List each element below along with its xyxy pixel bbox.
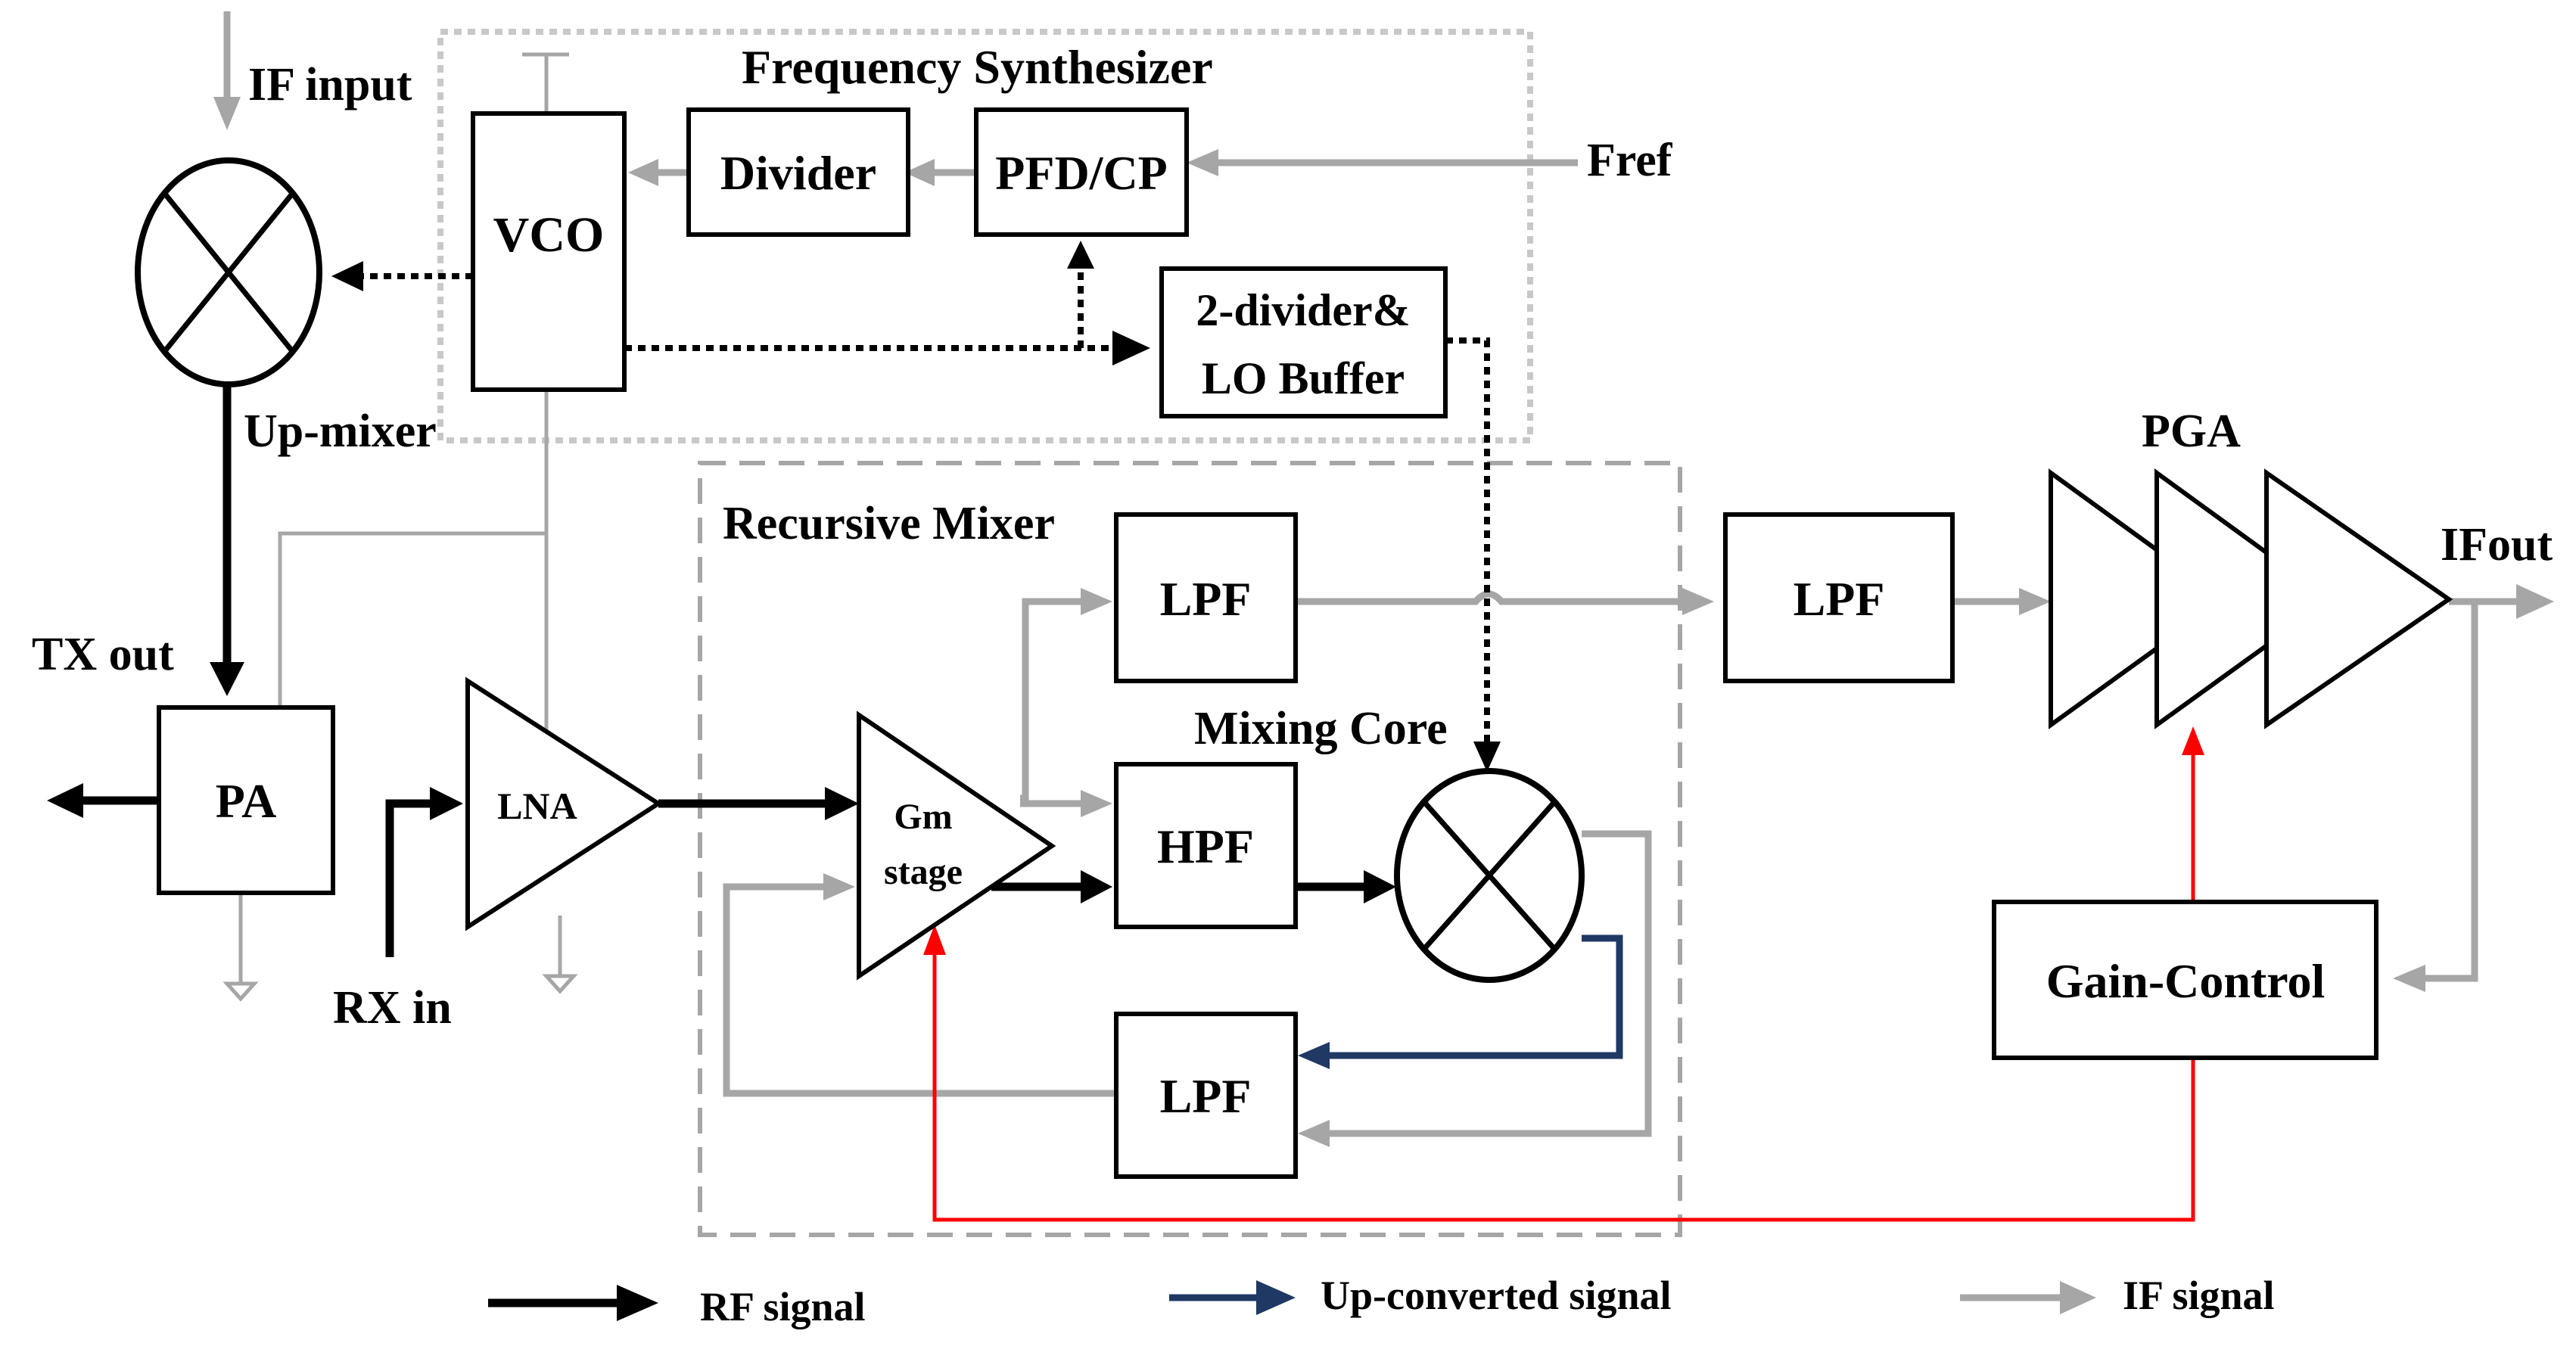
lna-label: LNA xyxy=(497,785,577,827)
up-mixer xyxy=(135,157,322,387)
lpf-feedback-label: LPF xyxy=(1160,1069,1252,1123)
gain-control-path xyxy=(932,955,2195,1222)
bias-and-ground-lines xyxy=(222,52,578,1002)
lo-signal-paths xyxy=(331,241,1501,772)
if-input-label: IF input xyxy=(248,59,412,110)
gm-control-arrowhead xyxy=(923,925,946,955)
legend-up-converted-label: Up-converted signal xyxy=(1321,1273,1671,1318)
if-signal-paths xyxy=(213,11,2554,1147)
mixing-core-mixer xyxy=(1394,768,1585,983)
rf-signal-paths xyxy=(47,384,1396,957)
divider-label: Divider xyxy=(720,146,876,200)
lpf-out-label: LPF xyxy=(1794,572,1885,626)
pfd-cp-label: PFD/CP xyxy=(995,146,1168,200)
frequency-synthesizer-title: Frequency Synthesizer xyxy=(742,40,1213,94)
rx-in-label: RX in xyxy=(333,982,452,1034)
legend-if-item: IF signal xyxy=(1960,1273,2275,1318)
lpf-feedback-block xyxy=(1114,1012,1298,1179)
legend: RF signal Up-converted signal IF signal xyxy=(488,1273,2275,1329)
gm-stage-label-line2: stage xyxy=(884,852,963,892)
legend-rf-item: RF signal xyxy=(488,1284,866,1329)
legend-up-converted-item: Up-converted signal xyxy=(1169,1273,1671,1318)
pa-label: PA xyxy=(216,774,277,828)
pfd-cp-block xyxy=(974,107,1189,237)
divider-block xyxy=(686,107,910,237)
recursive-mixer-title: Recursive Mixer xyxy=(723,498,1055,549)
gm-stage-triangle xyxy=(857,710,1056,981)
hpf-block xyxy=(1114,762,1298,929)
vco-label: VCO xyxy=(493,207,605,263)
fref-label: Fref xyxy=(1587,135,1673,186)
recursive-mixer-frame xyxy=(698,461,1682,1237)
lpf-top-label: LPF xyxy=(1160,572,1252,626)
frequency-synthesizer-frame xyxy=(437,29,1533,443)
tx-out-label: TX out xyxy=(32,629,174,680)
hpf-label: HPF xyxy=(1157,819,1254,873)
gm-stage-label-line1: Gm xyxy=(894,797,952,837)
lna-triangle xyxy=(465,676,663,931)
lo-buffer-label-line1: 2-divider& xyxy=(1196,285,1410,335)
legend-rf-label: RF signal xyxy=(700,1284,866,1329)
pga-label: PGA xyxy=(2142,406,2241,457)
vco-block xyxy=(471,111,627,392)
lo-buffer-block xyxy=(1159,266,1448,418)
lo-buffer-label-line2: LO Buffer xyxy=(1202,353,1405,403)
mixing-core-label: Mixing Core xyxy=(1194,703,1448,754)
gain-control-block xyxy=(1992,900,2378,1060)
legend-if-label: IF signal xyxy=(2123,1273,2275,1318)
pa-block xyxy=(157,705,335,895)
up-converted-path xyxy=(1330,934,1623,1059)
gain-control-label: Gain-Control xyxy=(2046,954,2326,1008)
up-mixer-label: Up-mixer xyxy=(244,406,437,457)
pga-control-arrowhead xyxy=(2182,726,2204,755)
up-converted-arrowhead xyxy=(1298,1042,1330,1069)
lpf-out-block xyxy=(1723,512,1955,683)
pga-amplifiers xyxy=(2049,468,2453,729)
ifout-label: IFout xyxy=(2441,519,2553,571)
lpf-top-block xyxy=(1114,512,1298,683)
